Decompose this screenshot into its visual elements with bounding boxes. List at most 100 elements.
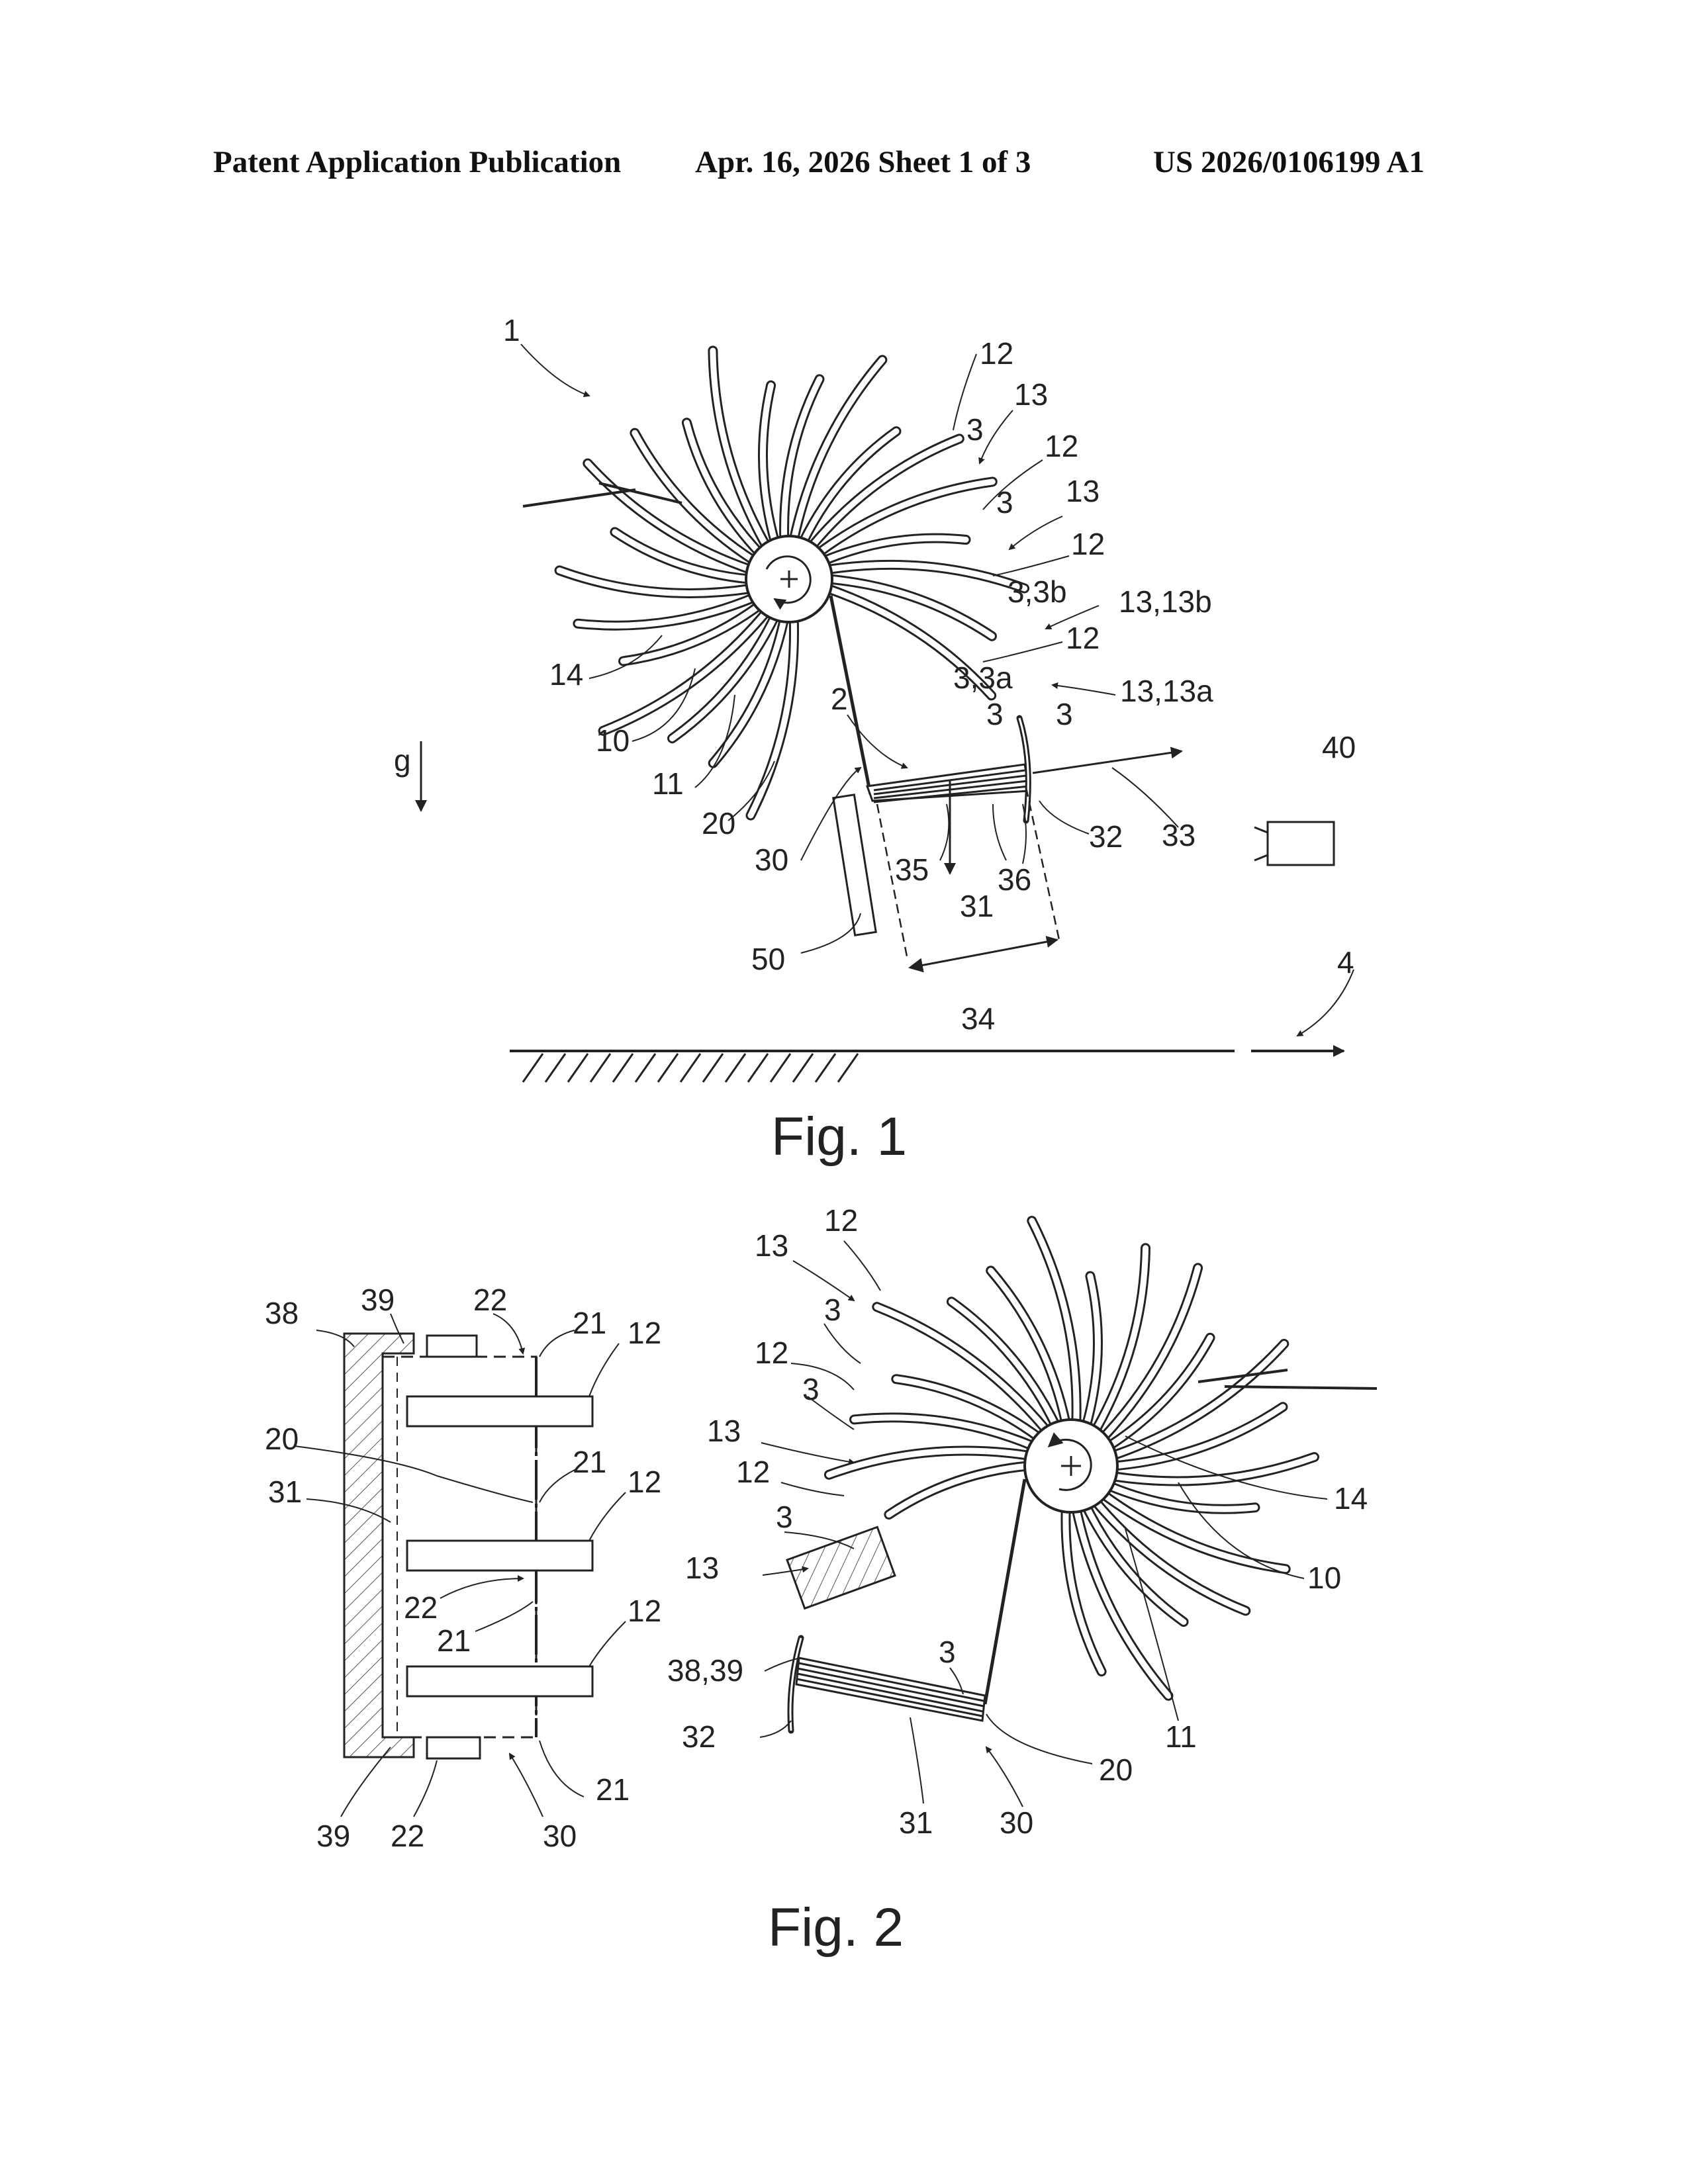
label-12: 12 [980, 336, 1013, 371]
hatch-line [635, 1054, 655, 1082]
label-13: 13 [1014, 377, 1048, 412]
element-50-fig1 [833, 795, 876, 935]
label-3: 3 [776, 1500, 793, 1534]
label-10: 10 [1307, 1561, 1341, 1595]
leader-lines-fig2-right [760, 1241, 1327, 1807]
label-21: 21 [573, 1445, 606, 1479]
bristle-fill [673, 616, 775, 739]
figure-1: 1 12 13 3 12 13 3 12 3,3b 13,13b 12 3,3a… [394, 313, 1356, 1167]
hatch-line [545, 1054, 565, 1082]
label-22: 22 [404, 1590, 438, 1625]
label-20: 20 [1099, 1752, 1133, 1787]
label-32: 32 [1089, 819, 1123, 854]
bristle [951, 1302, 1056, 1426]
label-3: 3 [939, 1635, 956, 1669]
label-30: 30 [543, 1819, 577, 1853]
label-13: 13 [685, 1551, 719, 1585]
label-13: 13 [755, 1228, 788, 1263]
label-12: 12 [1066, 621, 1100, 655]
label-12: 12 [1045, 429, 1078, 463]
label-30: 30 [1000, 1805, 1033, 1840]
direction-arrow-33 [1033, 751, 1182, 773]
figure-1-caption: Fig. 1 [771, 1107, 907, 1167]
hatch-line [680, 1054, 700, 1082]
label-13-13a: 13,13a [1120, 674, 1213, 708]
label-12: 12 [824, 1203, 858, 1238]
label-20: 20 [702, 806, 735, 841]
label-11: 11 [652, 766, 684, 801]
hatch-line [658, 1054, 678, 1082]
label-13: 13 [707, 1414, 741, 1448]
label-38-39: 38,39 [667, 1653, 743, 1688]
label-13: 13 [1066, 474, 1100, 508]
holder-22-top [427, 1336, 477, 1357]
label-3-3b: 3,3b [1008, 574, 1067, 609]
hatch-line [523, 1054, 543, 1082]
label-g: g [394, 743, 411, 778]
hatch-line [748, 1054, 768, 1082]
label-31: 31 [268, 1475, 302, 1509]
label-22: 22 [473, 1283, 507, 1317]
label-30: 30 [755, 842, 788, 877]
bristle-12-section [407, 1666, 592, 1696]
label-3: 3 [802, 1372, 820, 1406]
label-31: 31 [899, 1805, 933, 1840]
figure-2-brush-view: 13 12 3 12 3 13 12 3 13 38,39 32 3 31 30… [667, 1203, 1377, 1958]
label-33: 33 [1162, 818, 1196, 852]
label-2: 2 [831, 682, 848, 716]
label-32: 32 [682, 1719, 716, 1754]
ground-hatching [523, 1054, 858, 1082]
label-14: 14 [1334, 1481, 1368, 1516]
label-11: 11 [1165, 1719, 1197, 1754]
plate-20-fig2 [985, 1479, 1025, 1704]
label-34: 34 [961, 1001, 995, 1036]
label-12: 12 [628, 1465, 661, 1499]
bristle [889, 1466, 1028, 1515]
label-3: 3 [966, 412, 984, 447]
label-39: 39 [361, 1283, 395, 1317]
label-38: 38 [265, 1296, 299, 1330]
label-13-13b: 13,13b [1119, 584, 1212, 619]
hatch-line [613, 1054, 633, 1082]
hatch-line [726, 1054, 745, 1082]
holder-22-bottom [427, 1737, 480, 1758]
label-31: 31 [960, 889, 994, 923]
figure-2-section-view: 38 39 22 21 12 20 21 12 31 22 21 12 39 2… [265, 1283, 661, 1853]
label-10: 10 [596, 723, 630, 758]
label-21: 21 [596, 1772, 630, 1807]
label-12: 12 [755, 1336, 788, 1370]
bristle-12-section [407, 1396, 592, 1426]
label-12: 12 [736, 1455, 770, 1489]
sensor-40-fig1 [1268, 822, 1334, 865]
label-39: 39 [316, 1819, 350, 1853]
label-40: 40 [1322, 730, 1356, 764]
label-12: 12 [628, 1316, 661, 1350]
figure-2-caption: Fig. 2 [768, 1897, 904, 1958]
label-36: 36 [998, 862, 1031, 897]
hatch-line [838, 1054, 858, 1082]
housing-38-39 [344, 1334, 414, 1757]
label-4: 4 [1337, 945, 1354, 979]
dimension-34-fig1 [910, 940, 1057, 968]
hatch-line [703, 1054, 723, 1082]
label-3: 3 [824, 1293, 841, 1327]
label-3: 3 [986, 697, 1004, 731]
hatch-line [816, 1054, 835, 1082]
bristle [673, 616, 775, 739]
label-14: 14 [549, 657, 583, 692]
label-1: 1 [503, 313, 520, 347]
label-12: 12 [628, 1594, 661, 1628]
bristle-12-section [407, 1541, 592, 1570]
bristle-fill [951, 1302, 1056, 1426]
label-20: 20 [265, 1422, 299, 1456]
scraper-38-39 [787, 1527, 895, 1608]
label-3: 3 [996, 485, 1013, 520]
label-3: 3 [1056, 697, 1073, 731]
hatch-line [793, 1054, 813, 1082]
label-35: 35 [895, 852, 929, 887]
label-21: 21 [437, 1623, 471, 1658]
hatch-line [590, 1054, 610, 1082]
hatch-line [771, 1054, 790, 1082]
label-3-3a: 3,3a [953, 660, 1013, 695]
